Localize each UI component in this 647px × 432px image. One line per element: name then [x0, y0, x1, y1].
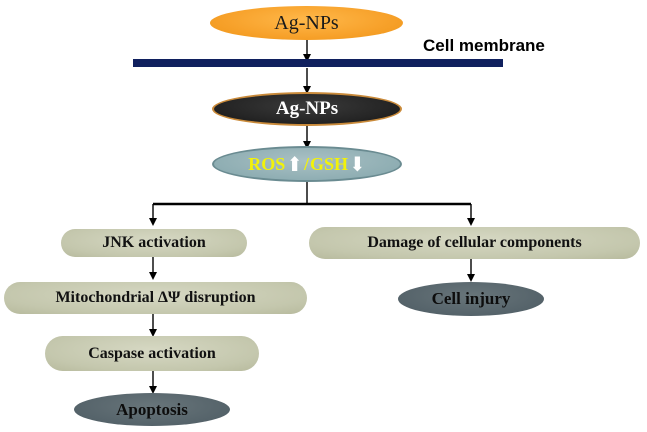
cellular-damage-node: Damage of cellular components [309, 227, 640, 259]
cell-injury-node: Cell injury [398, 282, 544, 316]
cell-membrane-label: Cell membrane [423, 36, 545, 55]
up-arrow-icon: ⬆ [286, 153, 303, 176]
caspase-activation-label: Caspase activation [88, 344, 216, 362]
ros-gsh-node: ROS ⬆ / GSH ⬇ [212, 146, 402, 182]
caspase-activation-node: Caspase activation [45, 336, 259, 371]
ag-nps-outside-label: Ag-NPs [274, 11, 339, 34]
mitochondrial-disruption-node: Mitochondrial ∆Ψ disruption [4, 282, 307, 314]
gsh-label: GSH [310, 153, 349, 174]
cell-membrane-bar [133, 59, 503, 67]
mitochondrial-disruption-label: Mitochondrial ∆Ψ disruption [55, 289, 256, 306]
jnk-activation-node: JNK activation [61, 229, 247, 257]
ag-nps-inside-label: Ag-NPs [275, 98, 339, 119]
cell-injury-label: Cell injury [431, 289, 511, 308]
ag-nps-inside-node: Ag-NPs [212, 92, 402, 126]
down-arrow-icon: ⬇ [349, 153, 366, 176]
apoptosis-node: Apoptosis [74, 393, 230, 426]
ag-nps-outside-node: Ag-NPs [210, 6, 403, 40]
apoptosis-label: Apoptosis [116, 399, 188, 419]
slash-separator: / [303, 153, 309, 174]
jnk-activation-label: JNK activation [102, 234, 206, 251]
cellular-damage-label: Damage of cellular components [367, 234, 582, 251]
ros-label: ROS [248, 153, 286, 174]
